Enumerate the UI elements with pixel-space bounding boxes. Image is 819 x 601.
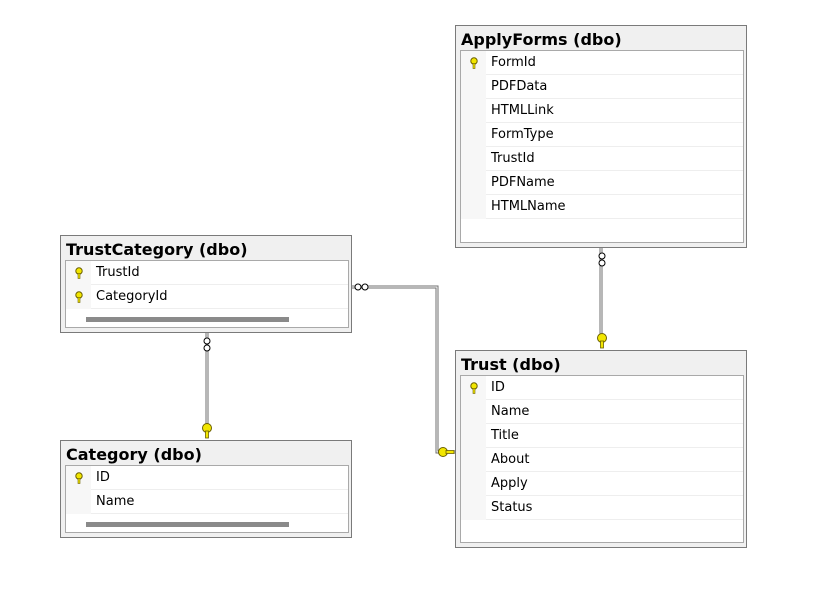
column-name: HTMLLink — [491, 103, 554, 118]
key-icon — [75, 472, 83, 484]
column-row[interactable]: HTMLLink — [461, 99, 743, 123]
key-end-icon — [597, 333, 607, 349]
column-row[interactable]: TrustId — [66, 261, 348, 285]
column-grid: ID Name — [65, 465, 349, 533]
infinity-end-icon — [354, 283, 369, 291]
column-name: About — [491, 452, 530, 467]
key-icon — [470, 382, 478, 394]
column-name: ID — [96, 470, 110, 485]
horizontal-scrollbar[interactable] — [86, 522, 289, 527]
column-row[interactable]: Apply — [461, 472, 743, 496]
column-row[interactable]: HTMLName — [461, 195, 743, 219]
column-name: PDFName — [491, 175, 555, 190]
column-name: ID — [491, 380, 505, 395]
infinity-end-icon — [598, 252, 606, 267]
column-name: FormType — [491, 127, 554, 142]
column-row[interactable]: CategoryId — [66, 285, 348, 309]
relationship-trustcategory-category[interactable] — [202, 332, 212, 439]
column-name: Apply — [491, 476, 528, 491]
column-row[interactable]: Name — [66, 490, 348, 514]
key-icon — [75, 267, 83, 279]
column-name: TrustId — [491, 151, 535, 166]
column-row[interactable]: FormId — [461, 51, 743, 75]
column-grid: TrustId CategoryId — [65, 260, 349, 328]
key-end-icon — [202, 423, 212, 439]
table-title: TrustCategory (dbo) — [66, 240, 248, 259]
column-grid: ID Name Title About Apply Status — [460, 375, 744, 543]
column-name: Status — [491, 500, 533, 515]
column-name: TrustId — [96, 265, 140, 280]
column-row[interactable]: Name — [461, 400, 743, 424]
table-title: Category (dbo) — [66, 445, 202, 464]
infinity-end-icon — [203, 337, 211, 352]
column-row[interactable]: ID — [66, 466, 348, 490]
column-row[interactable]: ID — [461, 376, 743, 400]
table-applyforms[interactable]: ApplyForms (dbo) FormId PDFData HTMLLink… — [455, 25, 747, 248]
column-row[interactable]: PDFData — [461, 75, 743, 99]
column-name: CategoryId — [96, 289, 168, 304]
column-row[interactable]: FormType — [461, 123, 743, 147]
column-grid: FormId PDFData HTMLLink FormType TrustId… — [460, 50, 744, 243]
key-icon — [470, 57, 478, 69]
table-title: ApplyForms (dbo) — [461, 30, 622, 49]
column-row[interactable]: Status — [461, 496, 743, 520]
key-icon — [75, 291, 83, 303]
column-row[interactable]: PDFName — [461, 171, 743, 195]
column-name: FormId — [491, 55, 536, 70]
horizontal-scrollbar[interactable] — [86, 317, 289, 322]
table-trust[interactable]: Trust (dbo) ID Name Title About Apply St… — [455, 350, 747, 548]
table-category[interactable]: Category (dbo) ID Name — [60, 440, 352, 538]
column-name: HTMLName — [491, 199, 566, 214]
table-trustcategory[interactable]: TrustCategory (dbo) TrustId CategoryId — [60, 235, 352, 333]
column-row[interactable]: About — [461, 448, 743, 472]
column-name: Name — [96, 494, 135, 509]
relationship-applyforms-trust[interactable] — [597, 246, 607, 349]
key-end-icon — [438, 447, 455, 457]
table-title: Trust (dbo) — [461, 355, 561, 374]
relationship-trustcategory-trust[interactable] — [352, 283, 456, 457]
column-name: Name — [491, 404, 530, 419]
column-row[interactable]: TrustId — [461, 147, 743, 171]
column-name: PDFData — [491, 79, 548, 94]
column-row[interactable]: Title — [461, 424, 743, 448]
column-name: Title — [491, 428, 519, 443]
